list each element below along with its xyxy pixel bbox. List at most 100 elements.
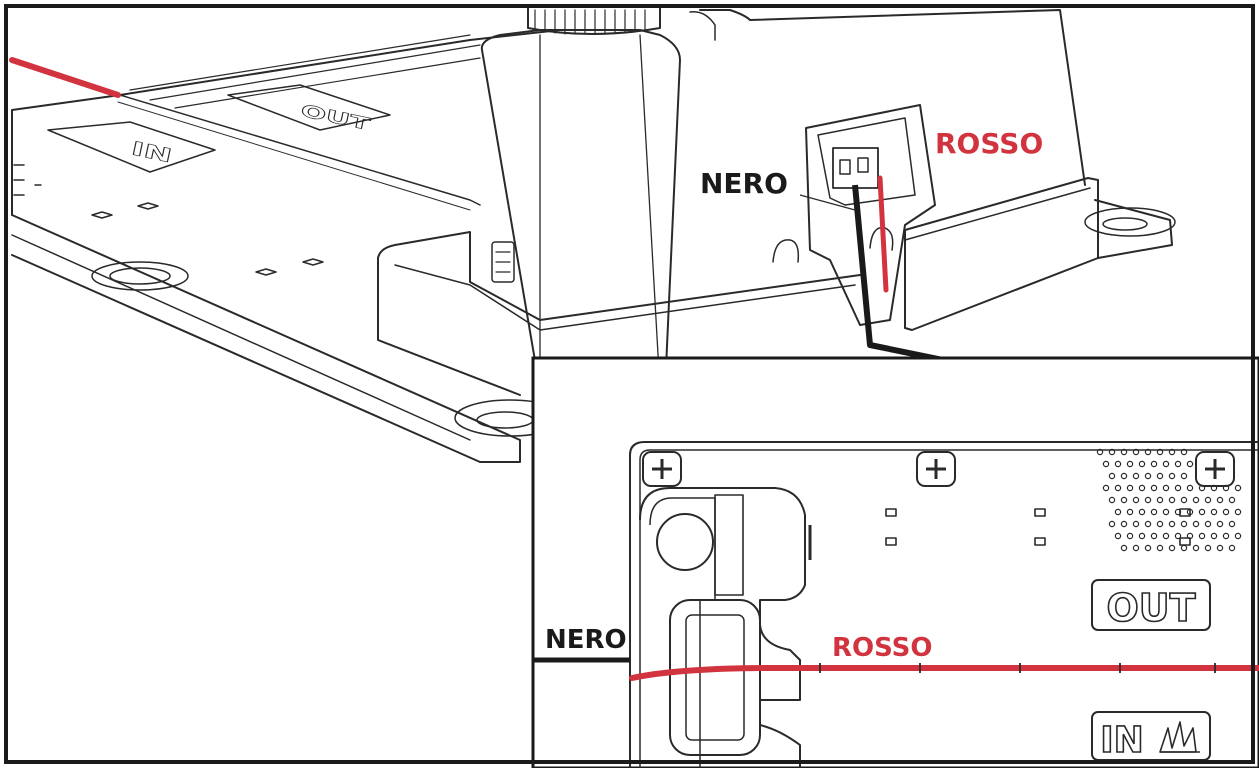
inset-frame	[531, 356, 1259, 768]
perforation-dot	[1102, 484, 1110, 492]
perforation-dot	[1108, 448, 1116, 456]
perforation-dot	[1120, 544, 1128, 552]
inset-plate-outline	[629, 441, 1259, 768]
perforation-dot	[1216, 496, 1224, 504]
perforation-dot	[1228, 496, 1236, 504]
perforation-dot	[1222, 532, 1230, 540]
inset-in-label: IN	[1100, 720, 1144, 761]
perforation-dot	[1180, 472, 1188, 480]
perforation-dot	[1132, 472, 1140, 480]
perforation-dot	[1222, 484, 1230, 492]
perforation-dot	[1120, 448, 1128, 456]
base-plate-edge	[11, 29, 561, 216]
main-red-wire-label: ROSSO	[935, 127, 1043, 160]
perforation-dot	[1174, 508, 1182, 516]
perforation-dot	[1216, 544, 1224, 552]
plus-icon	[916, 451, 956, 487]
perforation-dot	[1192, 496, 1200, 504]
perforation-dot	[1210, 508, 1218, 516]
base-plate-front-edge	[11, 234, 471, 441]
base-in-text: IN	[129, 138, 174, 167]
perforation-dot	[1198, 532, 1206, 540]
perforation-dot	[1120, 520, 1128, 528]
clip-left	[772, 239, 800, 263]
perforation-dot	[1234, 484, 1242, 492]
inset-terminal-inner	[685, 614, 745, 741]
perforation-dot	[1192, 544, 1200, 552]
connector-pin-2	[857, 157, 869, 173]
perforation-dot	[1186, 484, 1194, 492]
perforation-dot	[1168, 496, 1176, 504]
connector-housing	[805, 104, 936, 326]
perforation-dot	[1198, 508, 1206, 516]
perforation-dot	[1228, 520, 1236, 528]
base-plate-inner-edge	[119, 94, 481, 206]
perforation-dot	[1144, 472, 1152, 480]
perforation-dot	[1174, 460, 1182, 468]
perforation-dot	[1114, 484, 1122, 492]
back-panel-inner	[689, 11, 716, 41]
perforation-dot	[1228, 544, 1236, 552]
perforation-dot	[1144, 544, 1152, 552]
main-black-wire-label: NERO	[700, 167, 788, 200]
column-crease-2	[639, 34, 661, 391]
perforation-dot	[1156, 496, 1164, 504]
perforation-dot	[1132, 448, 1140, 456]
perforation-dot	[1114, 460, 1122, 468]
perforation-dot	[1216, 520, 1224, 528]
inset-red-wire-label: ROSSO	[832, 633, 933, 663]
perforation-dot	[1186, 532, 1194, 540]
base-in-emboss: IN	[47, 121, 216, 173]
perforation-dot	[1198, 484, 1206, 492]
perforation-dot	[1186, 460, 1194, 468]
perforation-dot	[1204, 544, 1212, 552]
base-out-emboss: OUT	[227, 84, 391, 135]
connector-pin-1	[839, 159, 851, 175]
main-black-wire-leader	[799, 194, 856, 211]
inset-round-cap	[656, 513, 714, 571]
perforation-dot	[1144, 448, 1152, 456]
base-left-vents	[13, 164, 42, 196]
perforation-dot	[1162, 508, 1170, 516]
perforation-dot	[1168, 544, 1176, 552]
perforation-dot	[1138, 532, 1146, 540]
perforation-dot	[1174, 484, 1182, 492]
inset-black-wire-label: NERO	[545, 625, 627, 655]
inset-out-label: OUT	[1106, 586, 1195, 630]
perforation-dot	[1162, 460, 1170, 468]
side-cover-top	[904, 187, 1091, 241]
perforation-dot	[1192, 520, 1200, 528]
main-red-wire	[9, 57, 889, 293]
perforation-dot	[1156, 472, 1164, 480]
perforation-dot	[1150, 532, 1158, 540]
perforation-dot	[1150, 484, 1158, 492]
lower-housing-lip	[394, 264, 856, 331]
base-plate-outline	[11, 214, 521, 463]
plus-icon	[642, 451, 682, 487]
base-holes	[91, 202, 324, 276]
back-panel	[699, 9, 1086, 186]
perforation-dot	[1210, 484, 1218, 492]
perforation-dot	[1174, 532, 1182, 540]
perforation-dot	[1144, 496, 1152, 504]
perforation-dot	[1108, 496, 1116, 504]
perforation-dot	[1222, 508, 1230, 516]
perforation-dot	[1156, 448, 1164, 456]
perforation-dot	[1186, 508, 1194, 516]
perforation-dot	[1132, 544, 1140, 552]
perforation-dot	[1234, 508, 1242, 516]
screw-marks	[642, 451, 1235, 487]
perforation-dot	[1156, 520, 1164, 528]
inset-detail-view: OUT IN NERO ROSSO	[531, 356, 1259, 768]
perforation-dot	[1126, 460, 1134, 468]
base-ventilation-grid	[129, 34, 481, 109]
perforation-dot	[1162, 484, 1170, 492]
inset-ventilation-perforations	[1096, 448, 1242, 552]
perforation-dot	[1096, 448, 1104, 456]
led-indicator	[491, 241, 515, 283]
lower-housing-front	[377, 257, 521, 396]
lower-housing	[377, 231, 861, 321]
perforation-dot	[1168, 448, 1176, 456]
